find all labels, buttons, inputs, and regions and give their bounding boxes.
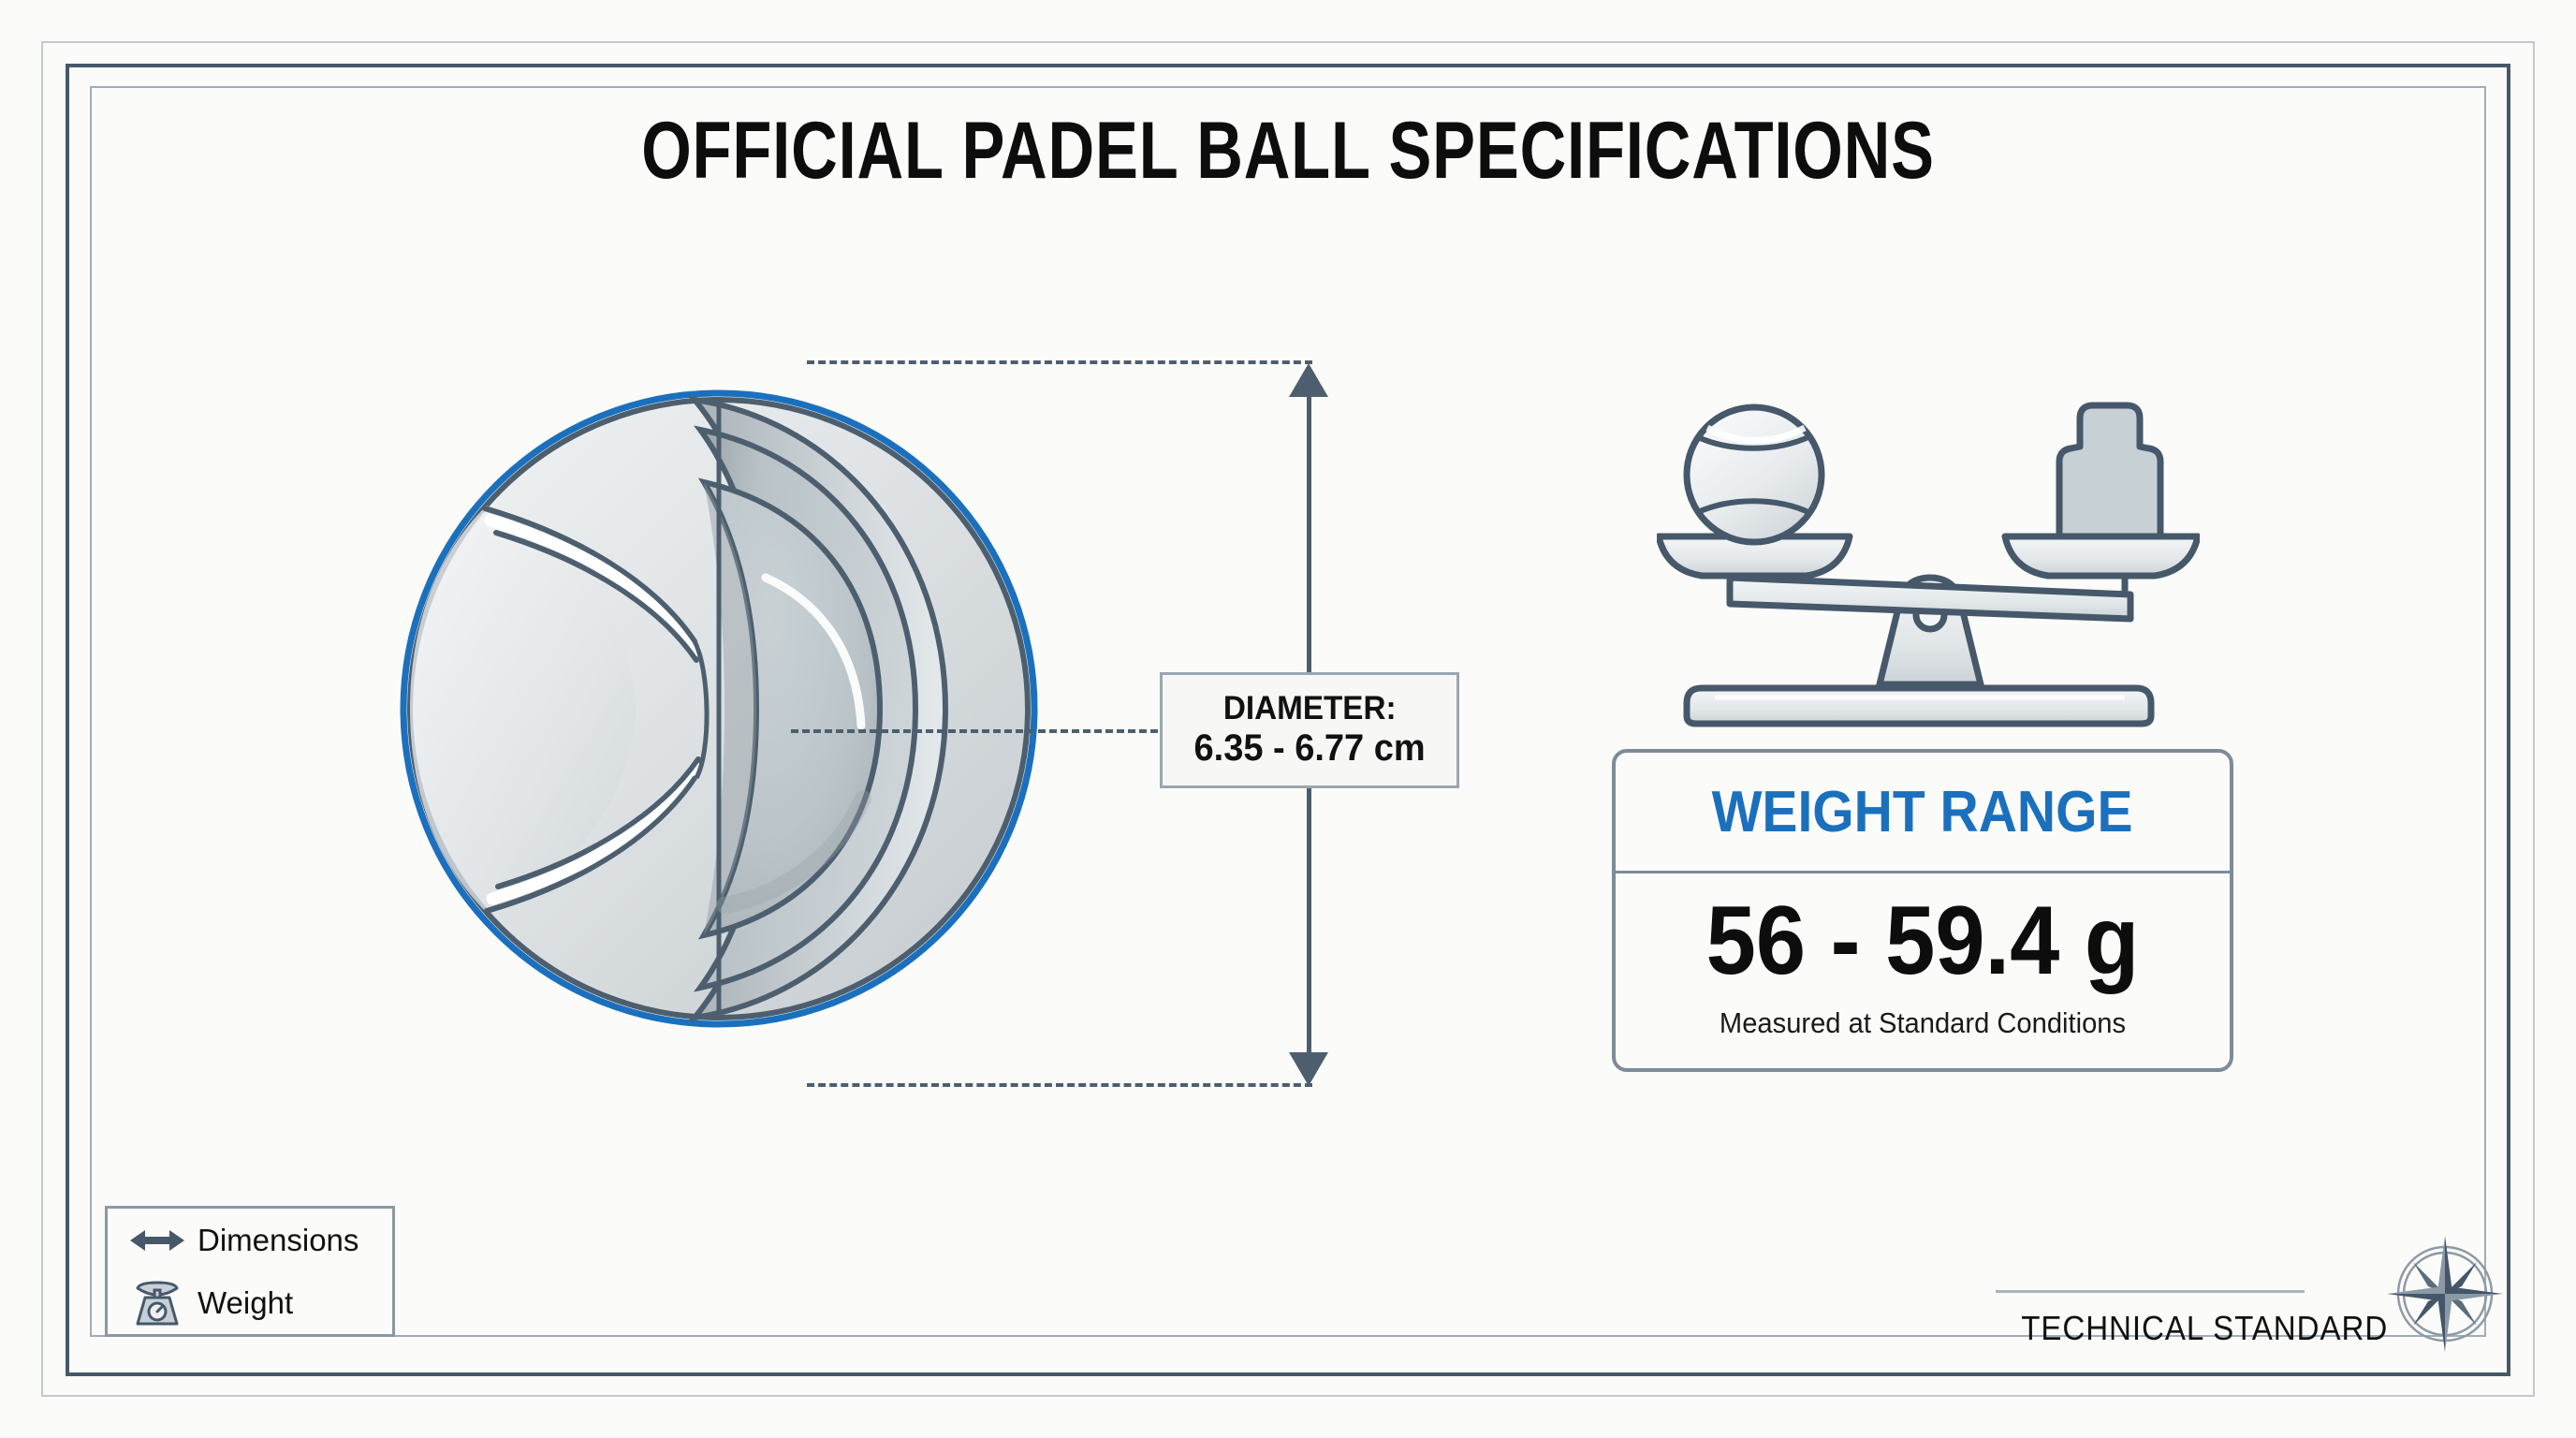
legend-label-weight: Weight xyxy=(198,1284,294,1320)
compass-rose-icon xyxy=(2385,1234,2505,1354)
padel-ball-cutaway-illustration xyxy=(346,332,1123,1091)
double-arrow-icon xyxy=(123,1226,192,1255)
scale-ball-icon xyxy=(1683,404,1825,546)
footer-label: TECHNICAL STANDARD xyxy=(2021,1309,2389,1347)
calibration-weight-icon xyxy=(2056,402,2164,540)
diameter-callout-box: DIAMETER: 6.35 - 6.77 cm xyxy=(1160,672,1459,788)
page-title: OFFICIAL PADEL BALL SPECIFICATIONS xyxy=(641,106,1935,196)
balance-scale-illustration xyxy=(1655,370,2202,735)
dimension-centerline xyxy=(791,729,1315,733)
legend-box: Dimensions Weight xyxy=(105,1206,395,1337)
kitchen-scale-icon xyxy=(123,1277,192,1329)
dimension-guide-bottom xyxy=(807,1083,1312,1087)
legend-item-dimensions: Dimensions xyxy=(108,1209,392,1271)
dimension-guide-top xyxy=(807,360,1312,364)
weight-range-subtitle: Measured at Standard Conditions xyxy=(1719,1006,2127,1039)
arrow-down-icon xyxy=(1289,1052,1328,1086)
legend-item-weight: Weight xyxy=(108,1271,392,1334)
diameter-value: 6.35 - 6.77 cm xyxy=(1193,727,1426,770)
weight-range-value: 56 - 59.4 g xyxy=(1705,887,2140,995)
weight-range-heading: WEIGHT RANGE xyxy=(1712,779,2133,844)
arrow-up-icon xyxy=(1289,363,1328,397)
weight-range-header: WEIGHT RANGE xyxy=(1616,753,2230,873)
weight-range-panel: WEIGHT RANGE 56 - 59.4 g Measured at Sta… xyxy=(1612,749,2233,1072)
diameter-label: DIAMETER: xyxy=(1222,689,1397,726)
legend-label-dimensions: Dimensions xyxy=(198,1222,359,1257)
footer-divider xyxy=(1996,1290,2305,1293)
